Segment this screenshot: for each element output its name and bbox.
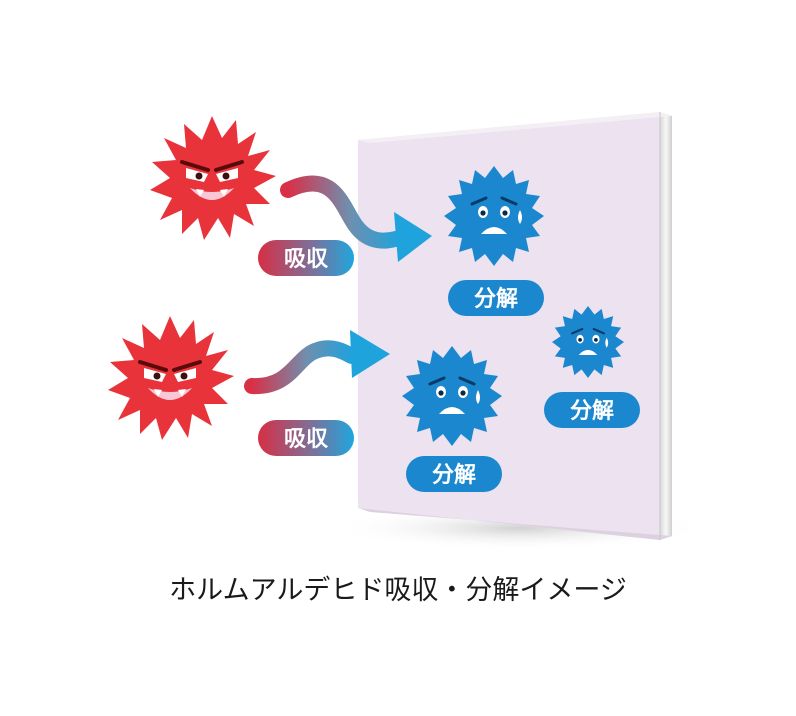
decompose-label: 分解 [448, 280, 544, 316]
decompose-label: 分解 [544, 392, 640, 428]
curved-arrow-icon [280, 175, 432, 262]
angry-red-virus-icon [148, 114, 278, 242]
svg-text:分解: 分解 [570, 398, 614, 424]
svg-text:吸収: 吸収 [284, 427, 329, 452]
svg-text:分解: 分解 [474, 286, 518, 312]
decompose-label: 分解 [406, 456, 502, 492]
diagram-caption: ホルムアルデヒド吸収・分解イメージ [169, 575, 627, 606]
angry-red-virus-icon [106, 314, 236, 442]
absorb-label: 吸収 [258, 240, 354, 276]
svg-text:吸収: 吸収 [284, 247, 329, 272]
curved-arrow-icon [244, 330, 390, 395]
wall-panel [358, 112, 672, 540]
absorb-label: 吸収 [258, 420, 354, 456]
svg-text:分解: 分解 [432, 462, 476, 488]
